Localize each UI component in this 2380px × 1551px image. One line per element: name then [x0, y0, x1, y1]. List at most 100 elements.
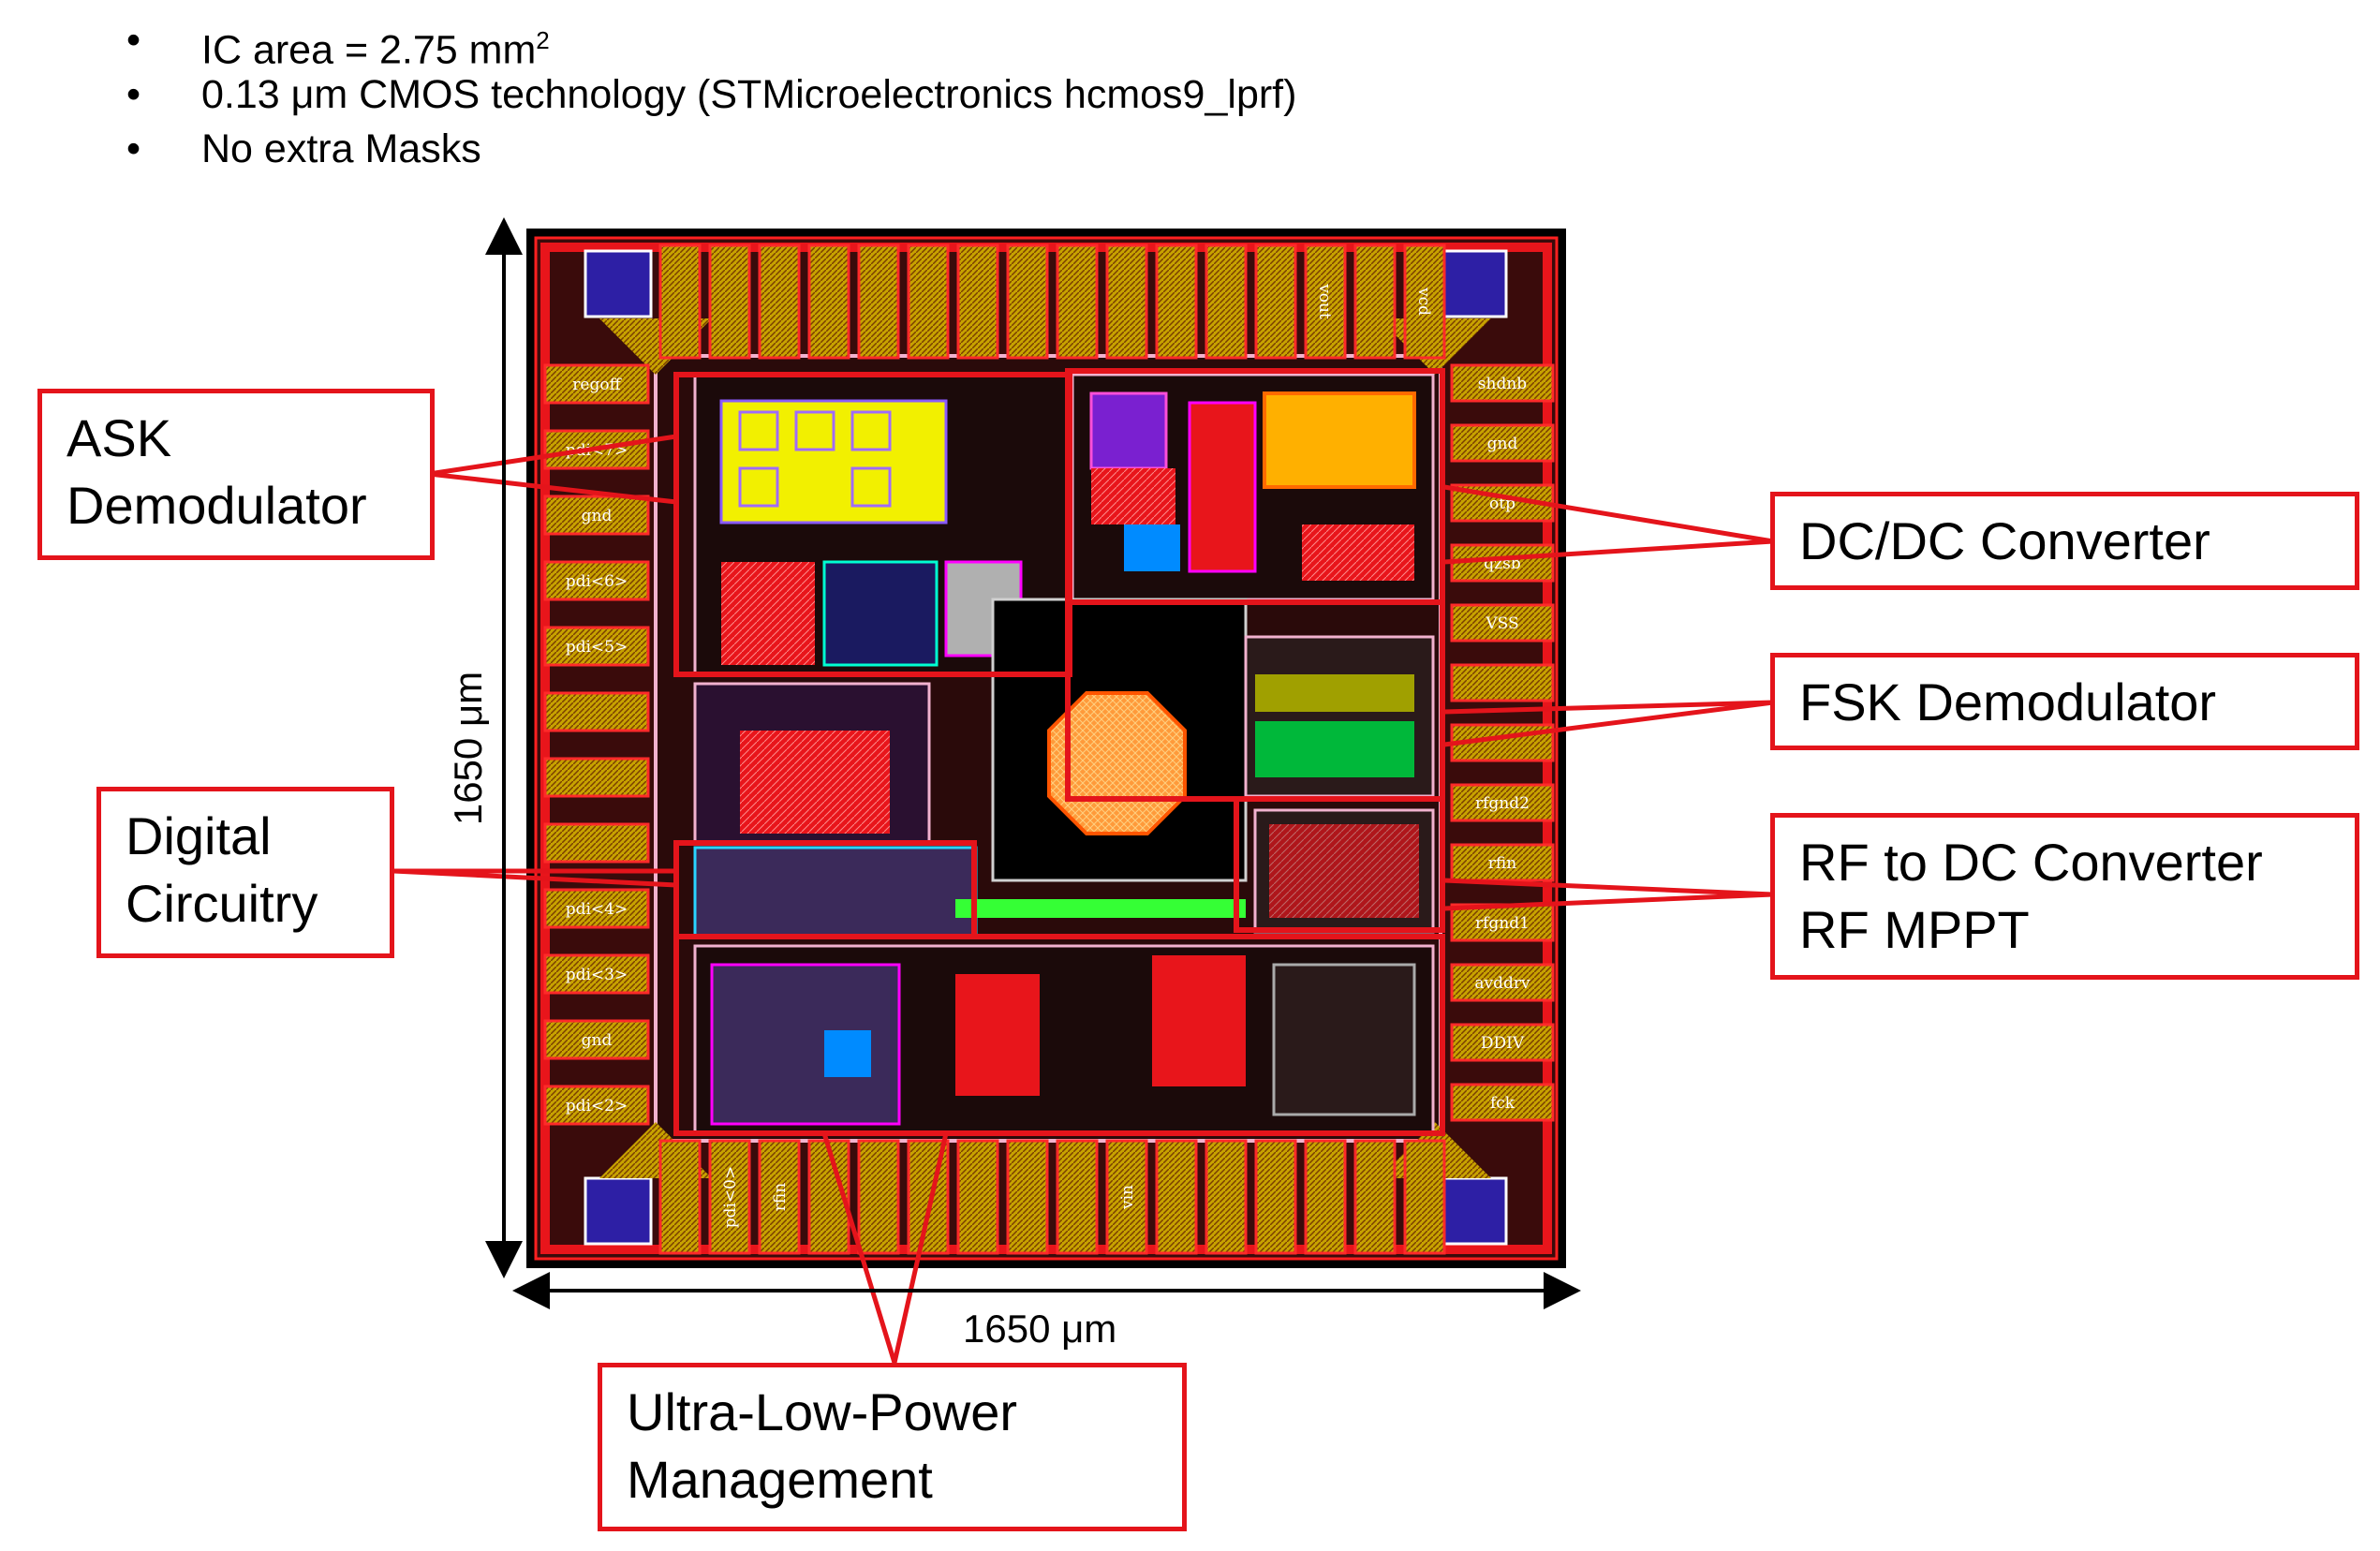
right-pad: [1450, 663, 1555, 702]
bottom-pad: [708, 1139, 751, 1255]
callout-dcdc: DC/DC Converter: [1770, 492, 2359, 590]
pad-label: gnd: [1487, 435, 1518, 453]
pad-label: rfin: [1488, 854, 1516, 873]
top-pad: [1254, 244, 1297, 360]
bullet-text: IC area = 2.75 mm: [201, 27, 537, 73]
pad-label: DDIV: [1481, 1034, 1525, 1053]
callout-ulp-line-1: Ultra-Low-Power: [627, 1382, 1017, 1441]
right-pad: [1450, 1023, 1555, 1062]
pad-label: pdi<0>: [721, 1166, 740, 1229]
bottom-pad: [857, 1139, 900, 1255]
digital-leader-2: [392, 868, 677, 888]
rf-leader-1: [1443, 878, 1774, 897]
left-pad: [543, 560, 650, 601]
top-pad: [1056, 244, 1099, 360]
dimension-arrows: [485, 217, 1581, 1309]
left-pad: [543, 363, 650, 405]
bottom-pad: [1155, 1139, 1198, 1255]
fsk-leader-2: [1443, 700, 1774, 747]
pad-label: vout: [1315, 283, 1334, 319]
callout-ask: ASK Demodulator: [37, 389, 435, 560]
top-pad: [1304, 244, 1347, 360]
horizontal-dimension-label: 1650 μm: [963, 1307, 1117, 1351]
spec-bullet-2: • 0.13 μm CMOS technology (STMicroelectro…: [117, 67, 1296, 122]
left-pad: [543, 626, 650, 667]
right-pad: [1450, 903, 1555, 942]
bottom-pad: [1304, 1139, 1347, 1255]
right-pad: [1450, 543, 1555, 583]
left-pad: [543, 822, 650, 864]
top-pad: [758, 244, 801, 360]
top-pad: [807, 244, 850, 360]
right-pad: [1450, 963, 1555, 1002]
right-pad: [1450, 843, 1555, 882]
pad-label: regoff: [572, 376, 622, 394]
bottom-pad: [807, 1139, 850, 1255]
left-pad: [543, 495, 650, 536]
bottom-pad: [758, 1139, 801, 1255]
pad-label: rfgnd2: [1475, 794, 1530, 813]
top-pad: [1105, 244, 1148, 360]
callout-digital-line-2: Circuitry: [126, 874, 318, 933]
left-pad: [543, 1085, 650, 1126]
pad-label: pdi<5>: [566, 638, 628, 657]
bullet-superscript: 2: [536, 26, 550, 54]
callout-digital: Digital Circuitry: [96, 787, 394, 958]
callout-ulp: Ultra-Low-Power Management: [598, 1363, 1187, 1531]
ask-leader-1: [428, 434, 677, 477]
bottom-pad: [1254, 1139, 1297, 1255]
bottom-pad: [1056, 1139, 1099, 1255]
dcdc-leader-1: [1443, 484, 1774, 544]
callout-ask-line-2: Demodulator: [67, 476, 367, 535]
spec-bullet-list: • IC area = 2.75 mm2 • 0.13 μm CMOS technol…: [117, 13, 1296, 176]
callout-digital-line-1: Digital: [126, 806, 272, 865]
top-pad: [1353, 244, 1397, 360]
core-blocks: [693, 373, 1435, 1135]
right-pad: [1450, 1083, 1555, 1122]
pad-label: gnd: [582, 507, 613, 525]
callout-fsk-line-1: FSK Demodulator: [1799, 672, 2217, 731]
pad-label: gnd: [582, 1031, 613, 1050]
rf-region-box: [1234, 796, 1445, 933]
top-pad: [708, 244, 751, 360]
right-pad: [1450, 783, 1555, 822]
left-pad: [543, 888, 650, 929]
top-pad: [1155, 244, 1198, 360]
bottom-pad: [1353, 1139, 1397, 1255]
bullet-dot: •: [126, 126, 141, 171]
left-pad: [543, 691, 650, 732]
bullet-text: 0.13 μm CMOS technology (STMicroelectron…: [201, 72, 1297, 117]
bottom-pad: [658, 1139, 702, 1255]
pad-label: fck: [1490, 1094, 1515, 1113]
fsk-leader-1: [1443, 700, 1774, 715]
top-pad: [907, 244, 950, 360]
bottom-pad: [1006, 1139, 1049, 1255]
pad-label: rfgnd1: [1475, 914, 1530, 933]
annotation-regions: [673, 368, 1445, 1136]
left-pad: [543, 1019, 650, 1060]
bullet-dot: •: [126, 72, 141, 117]
pad-label: vin: [1118, 1185, 1137, 1210]
callout-fsk: FSK Demodulator: [1770, 653, 2359, 750]
dcdc-leader-2: [1443, 539, 1774, 565]
left-pad: [543, 953, 650, 995]
callout-rf: RF to DC Converter RF MPPT: [1770, 813, 2359, 980]
callout-rf-line-2: RF MPPT: [1799, 900, 2030, 959]
top-pad: [857, 244, 900, 360]
callout-ulp-line-2: Management: [627, 1450, 933, 1509]
ask-leader-2: [428, 471, 677, 505]
pad-label: vcd: [1414, 287, 1433, 316]
ulp-leader-1: [821, 1132, 897, 1364]
callout-rf-line-1: RF to DC Converter: [1799, 833, 2263, 892]
bottom-pad: [1403, 1139, 1446, 1255]
callout-leaders: [392, 434, 1774, 1364]
pad-label: pdi<6>: [566, 572, 628, 591]
bottom-pad: [956, 1139, 999, 1255]
top-pad: [658, 244, 702, 360]
vertical-dimension-label: 1650 μm: [446, 671, 490, 826]
rf-leader-2: [1443, 892, 1774, 911]
left-pad: [543, 757, 650, 798]
top-pad: [1403, 244, 1446, 360]
